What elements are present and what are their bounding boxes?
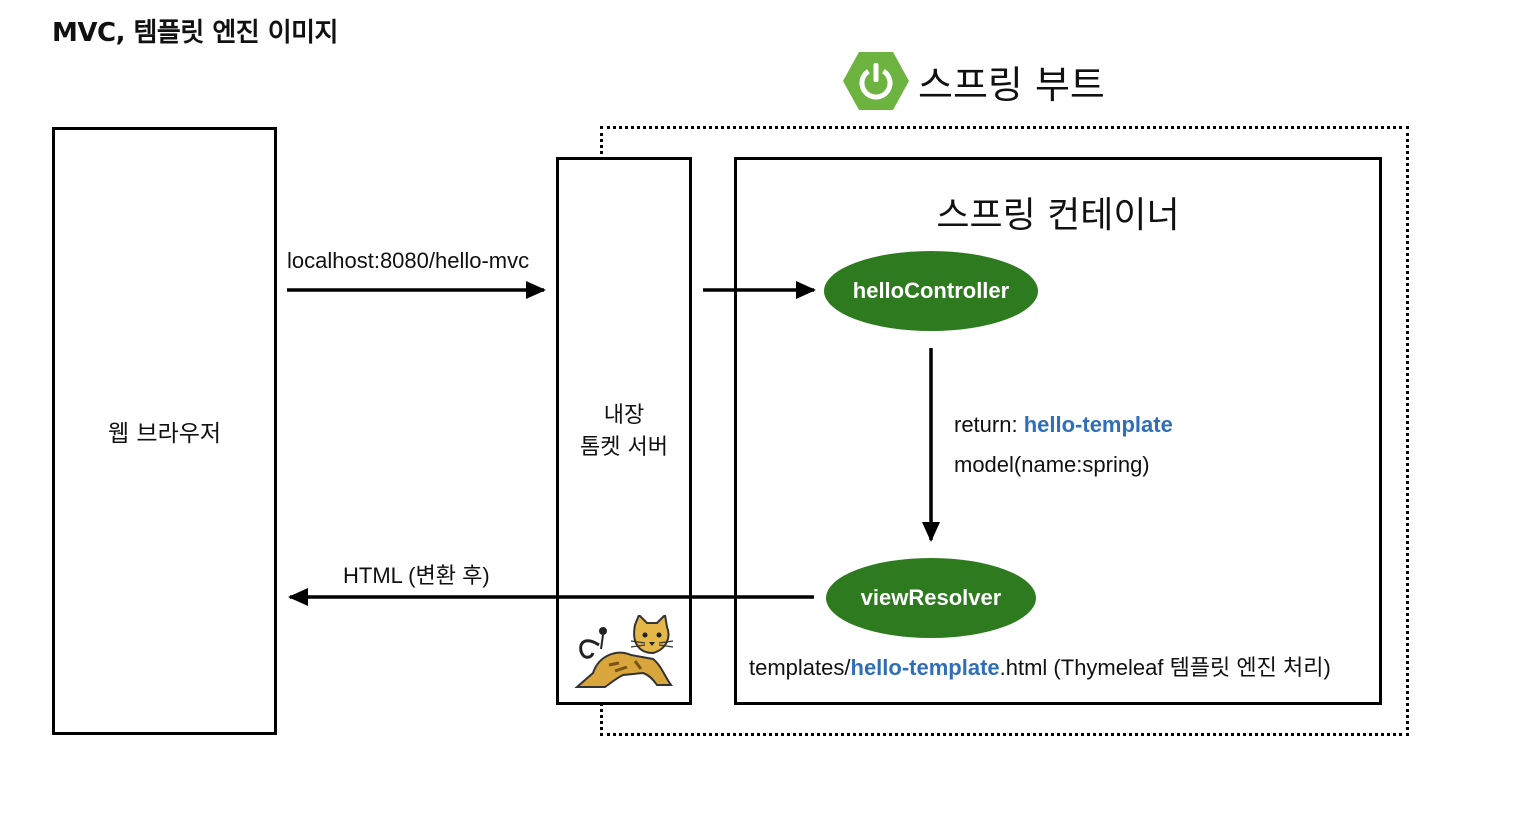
tomcat-label-line2: 톰켓 서버 [580, 435, 668, 460]
template-name: hello-template [850, 655, 1000, 680]
template-suffix: .html (Thymeleaf 템플릿 엔진 처리) [999, 655, 1331, 680]
web-browser-box: 웹 브라우저 [52, 127, 277, 735]
hello-controller-label: helloController [852, 278, 1010, 303]
view-resolver-label: viewResolver [860, 585, 1002, 610]
return-view-label: return: hello-template [954, 412, 1173, 438]
response-label: HTML (변환 후) [343, 563, 490, 588]
web-browser-label: 웹 브라우저 [107, 421, 222, 447]
tomcat-label-line1: 내장 [603, 403, 645, 428]
return-prefix: return: [954, 412, 1024, 437]
page-title: MVC, 템플릿 엔진 이미지 [52, 18, 338, 48]
view-resolver-node: viewResolver [826, 558, 1036, 638]
power-icon [843, 52, 909, 110]
model-label: model(name:spring) [954, 452, 1150, 477]
template-prefix: templates/ [749, 655, 851, 680]
tomcat-server-box: 내장 톰켓 서버 [556, 157, 692, 705]
tomcat-label: 내장 톰켓 서버 [559, 400, 689, 464]
template-path-label: templates/hello-template.html (Thymeleaf… [749, 650, 1331, 682]
tomcat-cat-icon [574, 615, 674, 688]
spring-boot-title: 스프링 부트 [918, 62, 1105, 107]
spring-boot-header: 스프링 부트 [842, 50, 1105, 112]
request-url-label: localhost:8080/hello-mvc [287, 248, 530, 273]
hello-controller-node: helloController [824, 251, 1038, 331]
return-view-name: hello-template [1023, 412, 1173, 437]
spring-container-title: 스프링 컨테이너 [936, 195, 1180, 236]
